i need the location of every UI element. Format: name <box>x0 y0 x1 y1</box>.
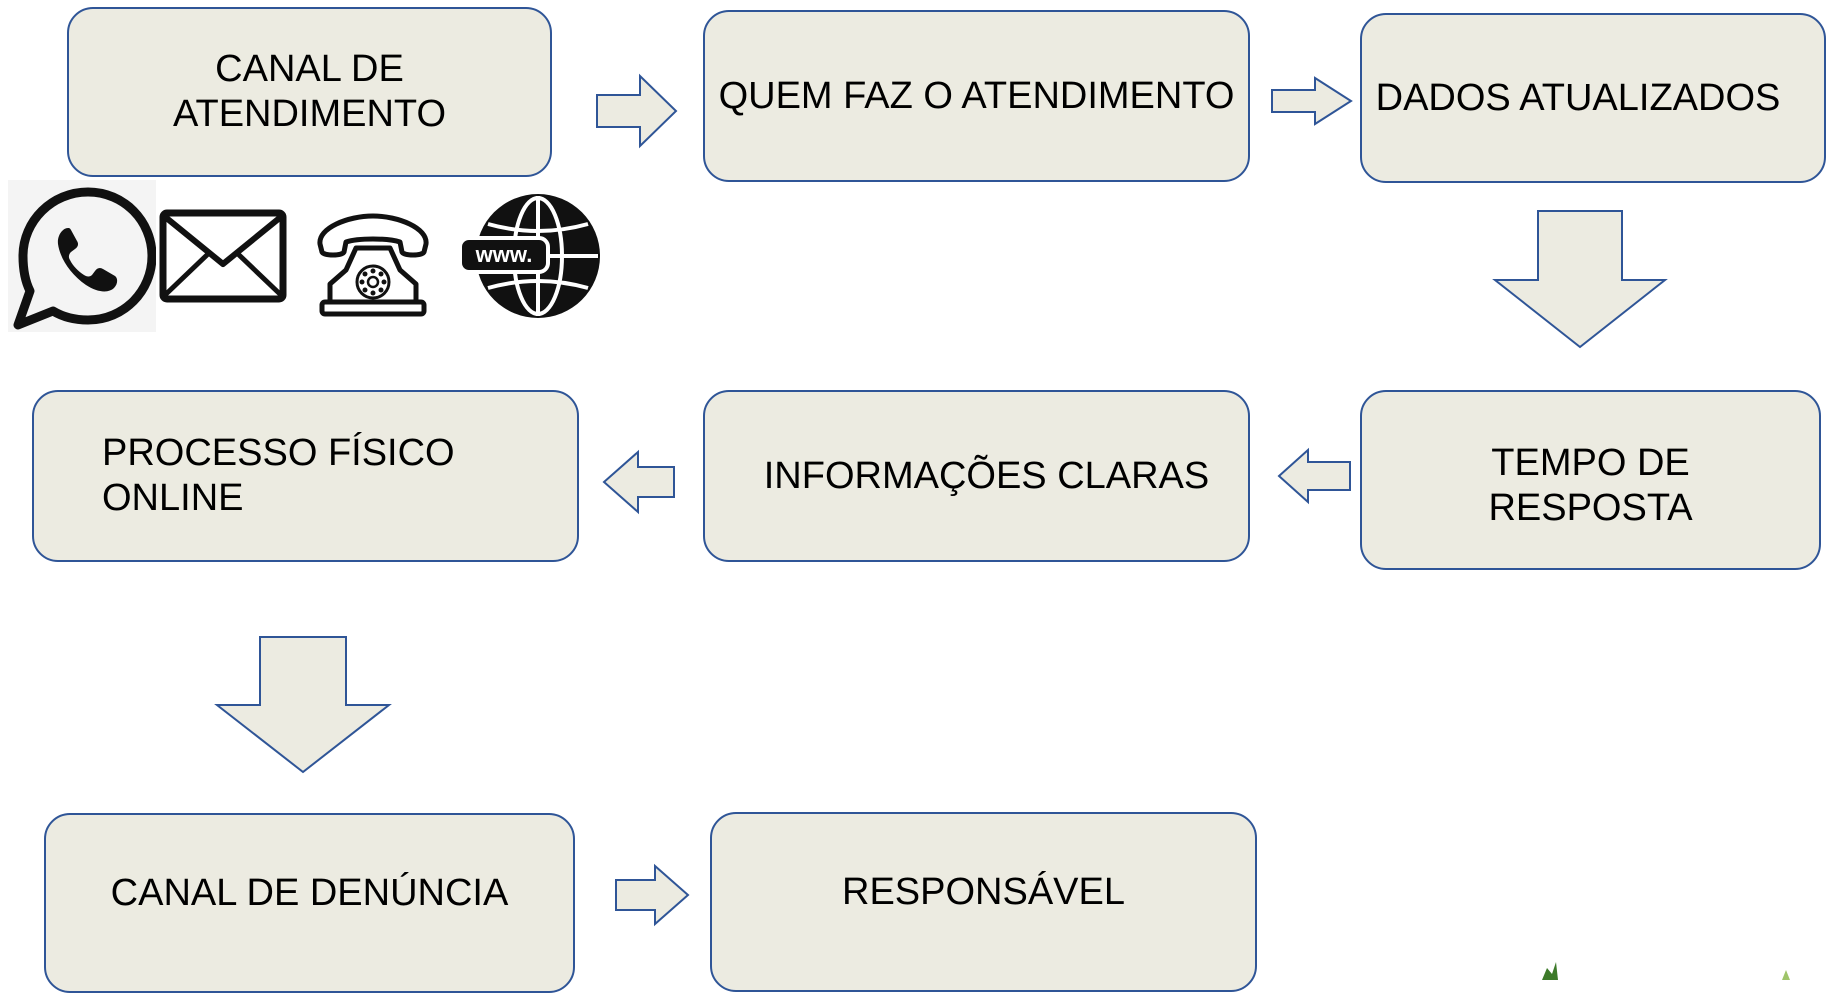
arrow-left <box>1277 447 1351 505</box>
node-responsavel: RESPONSÁVEL <box>710 812 1257 992</box>
envelope-icon <box>158 208 288 304</box>
node-quem-faz-o-atendimento: QUEM FAZ O ATENDIMENTO <box>703 10 1250 182</box>
node-label: QUEM FAZ O ATENDIMENTO <box>718 74 1235 117</box>
node-dados-atualizados: DADOS ATUALIZADOS <box>1360 13 1826 183</box>
whatsapp-icon <box>8 180 157 332</box>
www-label: www. <box>475 242 533 267</box>
node-label: DADOS ATUALIZADOS <box>1375 76 1781 119</box>
arrow-right <box>615 863 690 927</box>
node-label: RESPONSÁVEL <box>842 870 1125 913</box>
arrow-right <box>596 73 678 149</box>
node-canal-de-atendimento: CANAL DE ATENDIMENTO <box>67 7 552 177</box>
arrow-left <box>602 449 675 515</box>
node-label: CANAL DE DENÚNCIA <box>110 871 509 914</box>
node-label: INFORMAÇÕES CLARAS <box>763 454 1210 497</box>
telephone-icon <box>308 210 438 320</box>
node-processo-fisico-online: PROCESSO FÍSICO ONLINE <box>32 390 579 562</box>
node-informacoes-claras: INFORMAÇÕES CLARAS <box>703 390 1250 562</box>
arrow-down <box>1492 210 1668 349</box>
arrow-right <box>1271 76 1353 126</box>
arrow-down <box>214 636 392 774</box>
node-label: CANAL DE ATENDIMENTO <box>172 48 447 135</box>
node-canal-de-denuncia: CANAL DE DENÚNCIA <box>44 813 575 993</box>
node-label: PROCESSO FÍSICO ONLINE <box>102 432 455 519</box>
node-label: TEMPO DE RESPOSTA <box>1488 442 1693 529</box>
globe-www-icon: www. <box>458 188 606 324</box>
node-tempo-de-resposta: TEMPO DE RESPOSTA <box>1360 390 1821 570</box>
